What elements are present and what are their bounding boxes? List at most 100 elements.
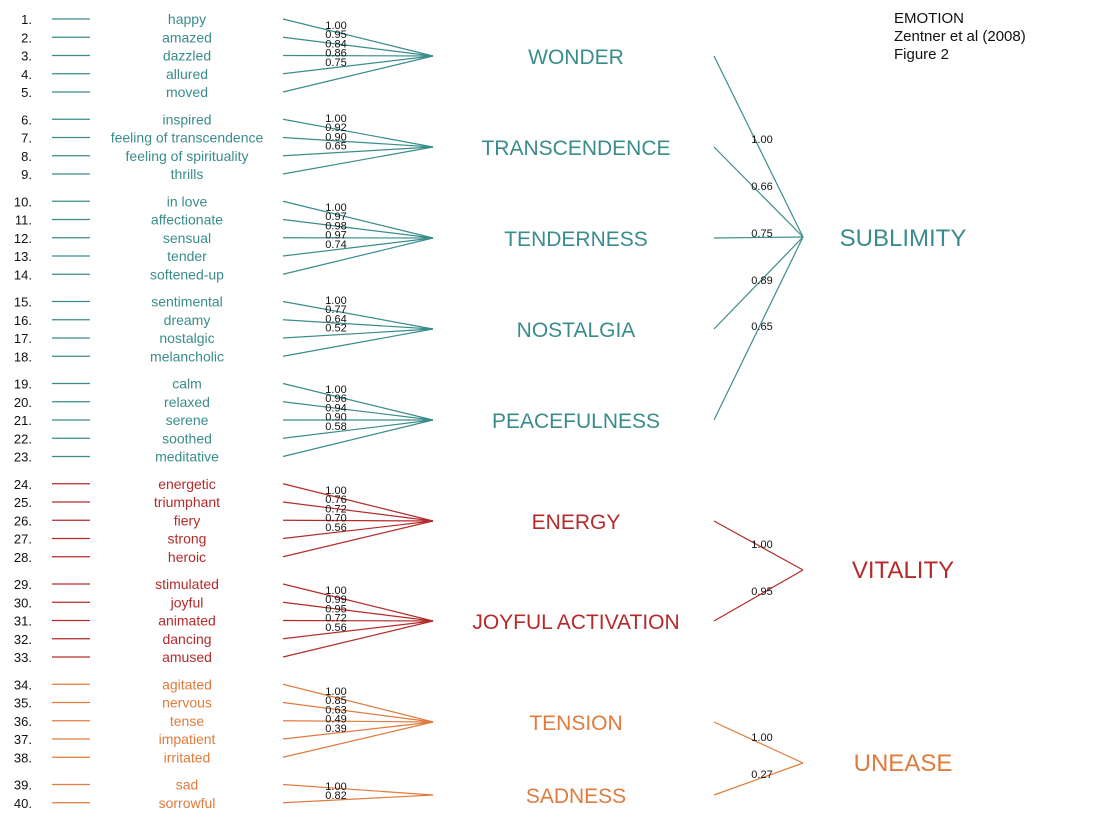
- item-number: 40.: [14, 796, 32, 811]
- item-loading-line: [282, 146, 434, 175]
- item-loading-line: [282, 619, 434, 622]
- item-loading-line: [282, 382, 434, 421]
- item-label: tense: [170, 713, 204, 729]
- item-number: 11.: [15, 213, 32, 228]
- item-label: sorrowful: [159, 795, 216, 811]
- construct-loading-value: 0.95: [751, 586, 772, 598]
- item-number: 9.: [21, 167, 32, 182]
- item-label: melancholic: [150, 348, 224, 364]
- construct-link-line: [713, 55, 804, 238]
- item-label: dancing: [162, 631, 211, 647]
- item-loading-value: 0.98: [325, 220, 346, 232]
- item-number: 7.: [21, 131, 32, 146]
- item-loading-value: 0.90: [325, 131, 346, 143]
- item-number: 36.: [14, 714, 32, 729]
- item-loading-line: [282, 721, 434, 758]
- item-label: affectionate: [151, 212, 223, 228]
- item-label: sad: [176, 777, 199, 793]
- item-number: 28.: [14, 550, 32, 565]
- item-loading-value: 0.86: [325, 48, 346, 60]
- item-label: serene: [166, 412, 209, 428]
- figure-caption: EMOTION Zentner et al (2008) Figure 2: [894, 10, 1026, 64]
- item-number: 35.: [14, 696, 32, 711]
- item-loading-value: 0.85: [325, 695, 346, 707]
- item-label: triumphant: [154, 494, 220, 510]
- item-loading-value: 0.97: [325, 211, 346, 223]
- item-number: 19.: [14, 377, 32, 392]
- item-label: inspired: [162, 111, 211, 127]
- item-label: strong: [168, 531, 207, 547]
- factor-label: NOSTALGIA: [517, 319, 636, 342]
- item-loading-value: 0.70: [325, 513, 346, 525]
- item-loading-value: 0.95: [325, 603, 346, 615]
- item-number: 29.: [14, 577, 32, 592]
- item-label: animated: [158, 613, 216, 629]
- item-number: 2.: [21, 30, 32, 45]
- item-number: 6.: [21, 112, 32, 127]
- construct-loading-value: 0.65: [751, 321, 772, 333]
- item-label: in love: [167, 193, 208, 209]
- item-loading-line: [282, 620, 434, 658]
- item-loading-value: 0.74: [325, 239, 346, 251]
- item-label: soothed: [162, 430, 212, 446]
- item-label: feeling of transcendence: [111, 130, 264, 146]
- construct-label: VITALITY: [852, 557, 954, 584]
- item-loading-line: [282, 401, 434, 421]
- item-number: 25.: [14, 495, 32, 510]
- item-number: 13.: [14, 249, 32, 264]
- item-number: 16.: [14, 313, 32, 328]
- item-loading-line: [282, 55, 434, 93]
- item-label: irritated: [164, 749, 211, 765]
- item-loading-value: 0.95: [325, 29, 346, 41]
- item-number: 39.: [14, 778, 32, 793]
- item-loading-line: [282, 118, 434, 148]
- item-loading-value: 0.56: [325, 522, 346, 534]
- item-loading-line: [282, 601, 434, 622]
- item-number: 32.: [14, 632, 32, 647]
- item-loading-line: [282, 237, 434, 257]
- construct-loading-value: 0.75: [751, 228, 772, 240]
- item-label: sensual: [163, 230, 211, 246]
- item-loading-line: [282, 419, 434, 458]
- item-label: joyful: [170, 594, 204, 610]
- item-loading-value: 1.00: [325, 202, 346, 214]
- item-number: 33.: [14, 650, 32, 665]
- item-label: allured: [166, 66, 208, 82]
- item-loading-line: [282, 520, 434, 540]
- item-loading-line: [282, 300, 434, 330]
- item-loading-line: [282, 18, 434, 57]
- item-loading-line: [282, 683, 434, 723]
- item-number: 10.: [14, 194, 32, 209]
- factor-label: SADNESS: [526, 785, 626, 808]
- factor-label: JOYFUL ACTIVATION: [472, 611, 679, 634]
- item-loading-value: 1.00: [325, 295, 346, 307]
- item-label: calm: [172, 376, 202, 392]
- caption-title: EMOTION: [894, 10, 964, 27]
- item-loading-value: 0.75: [325, 57, 346, 69]
- item-loading-line: [282, 720, 434, 723]
- item-loading-value: 0.64: [325, 313, 346, 325]
- construct-link-line: [713, 520, 804, 571]
- item-label: impatient: [159, 731, 216, 747]
- item-label: heroic: [168, 549, 206, 565]
- item-loading-line: [282, 328, 434, 339]
- construct-loading-value: 0.27: [751, 769, 772, 781]
- item-label: meditative: [155, 449, 219, 465]
- item-number: 23.: [14, 450, 32, 465]
- item-loading-line: [282, 319, 434, 330]
- construct-link-line: [713, 236, 804, 421]
- construct-loading-value: 0.89: [751, 275, 772, 287]
- item-number: 3.: [21, 49, 32, 64]
- item-number: 22.: [14, 431, 32, 446]
- item-loading-line: [282, 783, 434, 796]
- item-loading-value: 0.97: [325, 230, 346, 242]
- factor-label: TENDERNESS: [504, 228, 648, 251]
- item-label: nostalgic: [159, 330, 214, 346]
- item-loading-line: [282, 419, 434, 439]
- item-number: 4.: [21, 67, 32, 82]
- item-number: 26.: [14, 513, 32, 528]
- caption-figure-number: Figure 2: [894, 46, 950, 63]
- item-loading-line: [282, 136, 434, 148]
